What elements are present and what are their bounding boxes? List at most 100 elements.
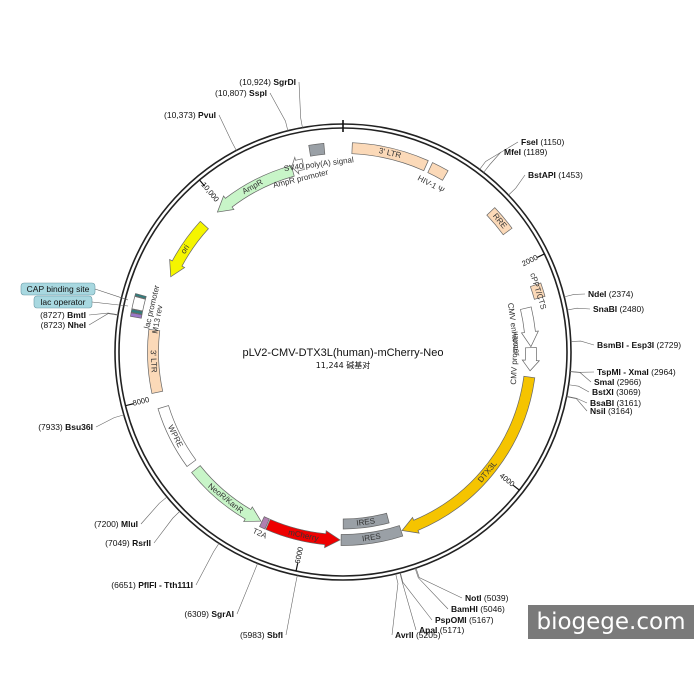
cap-binding-label: CAP binding site <box>27 284 90 294</box>
feature-cmv-enhancer <box>520 306 539 348</box>
site-leader-sgrdi <box>298 81 303 128</box>
feature-label-cmv-promoter: CMV promoter <box>509 332 520 385</box>
site-fsei: FseI (1150) <box>521 137 564 147</box>
site-leader-snabi <box>567 307 591 311</box>
scale-tick-4000 <box>512 484 520 491</box>
cap-binding-callout: CAP binding site <box>20 282 129 301</box>
feature-label-cppt-cts: cPPT/CTS <box>528 272 548 311</box>
site-leader-sbfi <box>285 575 298 636</box>
site-sbfi: (5983) SbfI <box>240 630 283 640</box>
site-leader-bsabi <box>566 396 588 404</box>
feature-cap-binding-site <box>134 293 147 300</box>
feature-hiv-1 <box>427 162 449 181</box>
feature-rre <box>486 207 513 236</box>
scale-tick-10000 <box>199 179 206 187</box>
site-nsii: NsiI (3164) <box>590 406 633 416</box>
site-sgrai: (6309) SgrAI <box>184 609 234 619</box>
site-leader-avrii <box>391 573 399 636</box>
site-bmti: (8727) BmtI <box>40 310 86 320</box>
site-pflfi-tth111i: (6651) PflFI - Tth111I <box>111 580 193 590</box>
site-leader-mlui <box>140 496 168 525</box>
feature-label-ori: ori <box>179 243 192 256</box>
site-pvui: (10,373) PvuI <box>164 110 216 120</box>
site-leader-mfei <box>483 151 502 173</box>
site-noti: NotI (5039) <box>465 593 509 603</box>
plasmid-length: 11,244 碱基对 <box>316 360 371 370</box>
feature-neor-kanr <box>191 465 262 522</box>
site-apai: ApaI (5171) <box>419 625 465 635</box>
site-pspomi: PspOMI (5167) <box>435 615 494 625</box>
site-bsu36i: (7933) Bsu36I <box>38 422 93 432</box>
site-mfei: MfeI (1189) <box>504 147 547 157</box>
scale-tick-8000 <box>125 403 134 407</box>
site-bamhi: BamHI (5046) <box>451 604 505 614</box>
restriction-sites: FseI (1150)MfeI (1189) BstAPI (1453) NdeI … <box>38 77 681 640</box>
site-leader-nhei <box>88 313 119 326</box>
site-leader-bmti <box>88 312 119 316</box>
feature-3-ltr <box>351 142 429 172</box>
site-avrii: AvrII (5205) <box>395 630 441 640</box>
site-nhei: (8723) NheI <box>41 320 86 330</box>
scale-label-6000: 6000 <box>293 546 305 564</box>
feature-label-ires: IRES <box>362 532 382 544</box>
feature-sv40-poly-a-signal <box>308 142 326 157</box>
scale-tick-6000 <box>295 563 299 572</box>
feature-dtx3l <box>401 375 536 534</box>
feature-m13-rev <box>130 312 143 319</box>
site-leader-fsei <box>479 141 519 170</box>
site-bstxi: BstXI (3069) <box>592 387 641 397</box>
site-bsmbi-esp3i: BsmBI - Esp3I (2729) <box>597 340 681 350</box>
site-snabi: SnaBI (2480) <box>593 304 644 314</box>
feature-cppt-cts <box>529 282 546 300</box>
site-rsrii: (7049) RsrII <box>105 538 151 548</box>
scale-label-10000: 10,000 <box>199 180 221 203</box>
feature-wpre <box>157 405 197 467</box>
feature-label-ires-inner: IRES <box>356 516 376 527</box>
watermark: biogege.com <box>528 605 694 639</box>
site-leader-smai <box>570 371 592 383</box>
feature-mcherry <box>265 518 341 549</box>
feature-cmv-promoter <box>521 347 541 372</box>
site-leader-nsii <box>566 396 588 412</box>
scale-label-8000: 8000 <box>132 395 150 408</box>
lac-operator-label: lac operator <box>41 297 86 307</box>
feature-label-3-ltr: 3' LTR <box>149 350 159 373</box>
site-leader-ndei <box>564 293 586 298</box>
scale-tick-2000 <box>536 253 545 258</box>
site-sspi: (10,807) SspI <box>215 88 267 98</box>
feature-label-neor-kanr: NeoR/KanR <box>206 482 245 516</box>
scale-label-2000: 2000 <box>520 253 539 268</box>
feature-ires-inner <box>342 512 390 530</box>
site-sgrdi: (10,924) SgrDI <box>239 77 296 87</box>
site-smai: SmaI (2966) <box>594 377 641 387</box>
lac-operator-callout: lac operator <box>33 295 129 309</box>
site-leader-bsu36i <box>95 414 124 428</box>
site-bstapi: BstAPI (1453) <box>528 170 583 180</box>
feature-ires <box>340 525 404 546</box>
site-leader-bstapi <box>508 174 526 196</box>
site-leader-bsmbi-esp3i <box>570 340 595 346</box>
feature-ori <box>169 220 209 278</box>
site-mlui: (7200) MluI <box>94 519 138 529</box>
feature-lac-promoter <box>131 295 146 312</box>
feature-3-ltr <box>147 329 164 394</box>
feature-ampr <box>216 165 295 213</box>
site-leader-bstxi <box>568 384 590 393</box>
feature-lac-operator <box>130 308 143 315</box>
feature-ampr-promoter <box>291 156 305 175</box>
feature-t2a <box>259 516 270 530</box>
site-leader-sgrai <box>236 563 258 615</box>
site-leader-sspi <box>269 92 289 131</box>
plasmid-name: pLV2-CMV-DTX3L(human)-mCherry-Neo <box>243 347 444 359</box>
site-leader-apai <box>399 572 417 631</box>
site-leader-pspomi <box>400 572 433 621</box>
site-leader-pflfi-tth111i <box>195 543 220 586</box>
site-ndei: NdeI (2374) <box>588 289 634 299</box>
site-leader-bamhi <box>414 568 449 610</box>
site-leader-noti <box>415 567 463 599</box>
site-tspmi-xmai: TspMI - XmaI (2964) <box>597 367 676 377</box>
site-bsabi: BsaBI (3161) <box>590 398 641 408</box>
site-lines <box>88 81 595 636</box>
